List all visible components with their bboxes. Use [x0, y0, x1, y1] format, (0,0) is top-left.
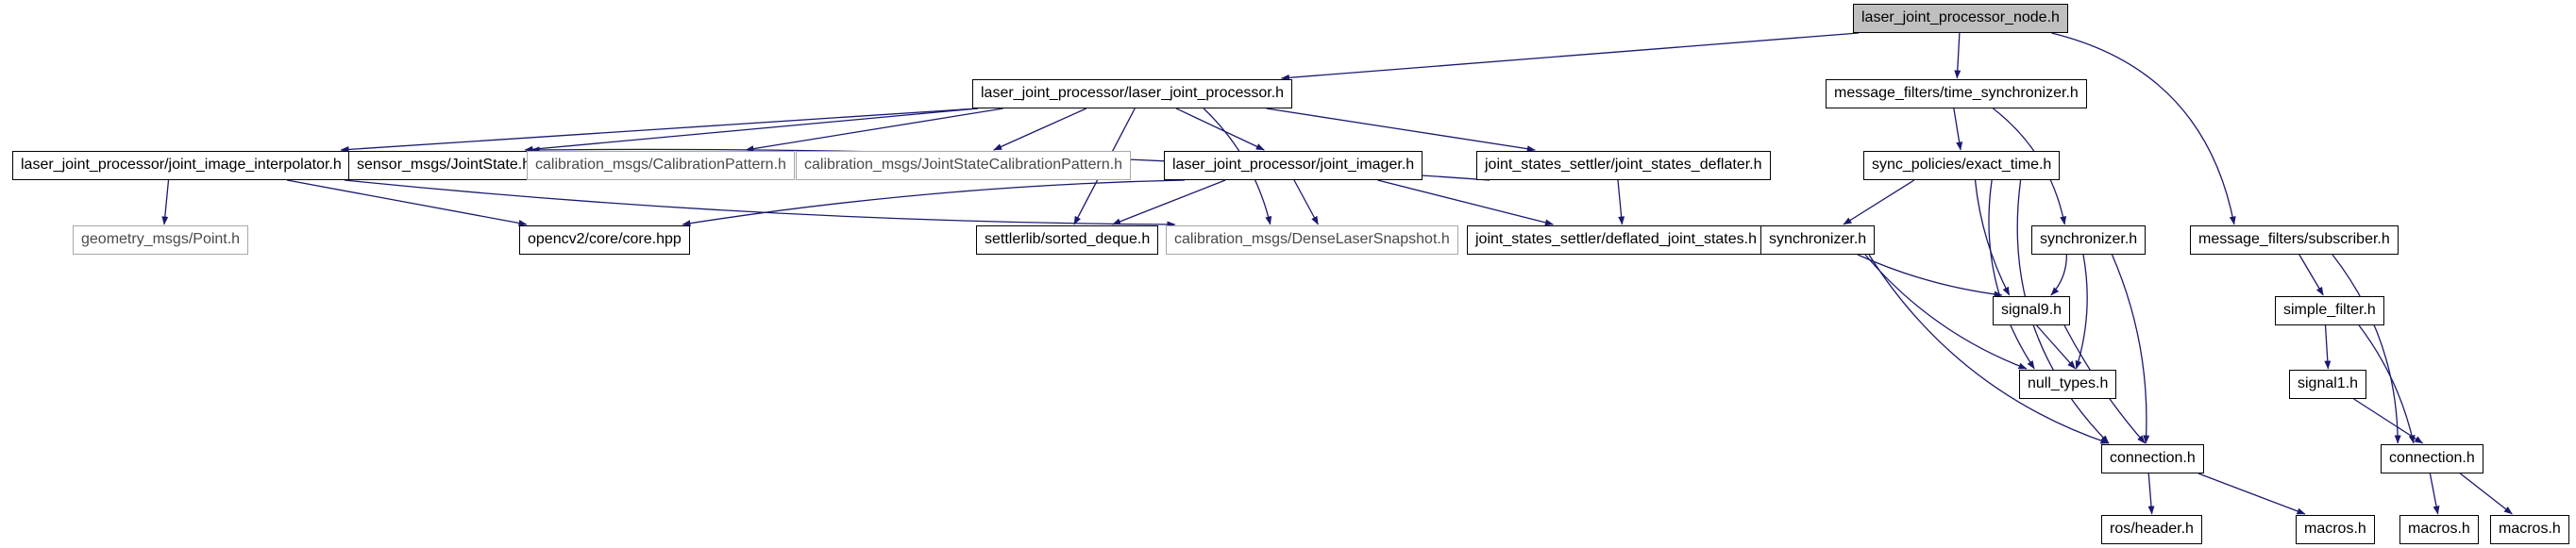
edge-interp-to-point — [161, 179, 170, 225]
graph-node-subscriber[interactable]: message_filters/subscriber.h — [2190, 225, 2399, 255]
graph-node-calpat: calibration_msgs/CalibrationPattern.h — [527, 151, 795, 180]
graph-node-deflated[interactable]: joint_states_settler/deflated_joint_stat… — [1467, 225, 1765, 255]
edge-subscriber-to-simple — [2298, 254, 2324, 296]
edge-ljp-to-deflater — [1266, 108, 1536, 153]
edge-sync1-to-conn1 — [1868, 254, 2110, 444]
edge-imager-to-opencv — [682, 179, 1186, 227]
graph-node-point: geometry_msgs/Point.h — [73, 225, 249, 255]
graph-node-sorted[interactable]: settlerlib/sorted_deque.h — [976, 225, 1159, 255]
edge-node-to-ljp — [1280, 32, 1860, 81]
edge-sync1-to-signal9 — [1857, 254, 2003, 298]
edge-imager-to-sorted — [1112, 179, 1226, 225]
edge-sync2-to-signal9 — [2050, 254, 2068, 296]
edge-subscriber-to-conn2 — [2332, 254, 2401, 444]
graph-node-conn2[interactable]: connection.h — [2381, 444, 2483, 473]
graph-node-simple[interactable]: simple_filter.h — [2275, 296, 2384, 325]
edge-deflater-to-deflated — [1617, 179, 1625, 225]
edge-interp-to-snapshot — [344, 179, 1176, 228]
edge-ljp-to-jscalpat — [993, 108, 1087, 151]
edge-ljp-to-calpat — [745, 108, 1003, 153]
graph-node-signal9[interactable]: signal9.h — [1993, 296, 2071, 325]
edge-ljp-to-imager — [1175, 108, 1265, 151]
graph-node-interp[interactable]: laser_joint_processor/joint_image_interp… — [12, 151, 350, 180]
edge-interp-to-opencv — [287, 179, 528, 226]
edge-conn1-to-macros1 — [2197, 473, 2306, 515]
edge-exact-to-sync1 — [1843, 179, 1915, 225]
edge-conn2-to-macros2 — [2429, 473, 2440, 515]
edge-simple-to-signal1 — [2324, 324, 2332, 370]
edge-simple-to-conn2 — [2358, 324, 2416, 444]
graph-node-macros1[interactable]: macros.h — [2296, 515, 2375, 544]
edge-signal9-to-nulltypes — [2036, 324, 2077, 370]
graph-node-macros2[interactable]: macros.h — [2399, 515, 2479, 544]
edge-signal1-to-conn2 — [2353, 398, 2424, 444]
graph-node-ljp[interactable]: laser_joint_processor/laser_joint_proces… — [972, 79, 1293, 108]
graph-node-sync1[interactable]: synchronizer.h — [1760, 225, 1876, 255]
edge-exact-to-nulltypes — [1988, 179, 2035, 370]
edge-exact-to-signal9 — [1974, 179, 2011, 296]
graph-node-node: laser_joint_processor_node.h — [1853, 4, 2068, 33]
graph-node-snapshot: calibration_msgs/DenseLaserSnapshot.h — [1166, 225, 1458, 255]
graph-node-header[interactable]: ros/header.h — [2101, 515, 2202, 544]
edge-imager-to-snapshot — [1293, 179, 1319, 225]
graph-node-conn1[interactable]: connection.h — [2101, 444, 2204, 473]
graph-node-nulltypes[interactable]: null_types.h — [2019, 370, 2117, 399]
edge-ljp-to-jstate — [524, 108, 979, 153]
graph-node-exact[interactable]: sync_policies/exact_time.h — [1863, 151, 2061, 180]
edge-tsync-to-exact — [1953, 108, 1963, 151]
graph-node-sync2[interactable]: synchronizer.h — [2031, 225, 2147, 255]
edge-conn1-to-header — [2147, 473, 2155, 515]
graph-node-macros3[interactable]: macros.h — [2490, 515, 2569, 544]
edge-node-to-subscriber — [2051, 32, 2236, 225]
graph-node-jstate[interactable]: sensor_msgs/JointState.h — [348, 151, 540, 180]
edge-sync2-to-conn1 — [2111, 254, 2150, 444]
graph-node-tsync[interactable]: message_filters/time_synchronizer.h — [1826, 79, 2087, 108]
graph-node-jscalpat: calibration_msgs/JointStateCalibrationPa… — [796, 151, 1132, 180]
graph-node-opencv[interactable]: opencv2/core/core.hpp — [519, 225, 690, 255]
graph-node-deflater[interactable]: joint_states_settler/joint_states_deflat… — [1476, 151, 1771, 180]
edge-ljp-to-interp — [340, 108, 979, 153]
edge-node-to-tsync — [1954, 32, 1961, 79]
graph-node-signal1[interactable]: signal1.h — [2289, 370, 2367, 399]
edge-conn2-to-macros3 — [2459, 473, 2513, 515]
graph-node-imager[interactable]: laser_joint_processor/joint_imager.h — [1164, 151, 1423, 180]
edge-sync2-to-nulltypes — [2075, 254, 2088, 370]
edge-imager-to-deflated — [1377, 179, 1554, 226]
